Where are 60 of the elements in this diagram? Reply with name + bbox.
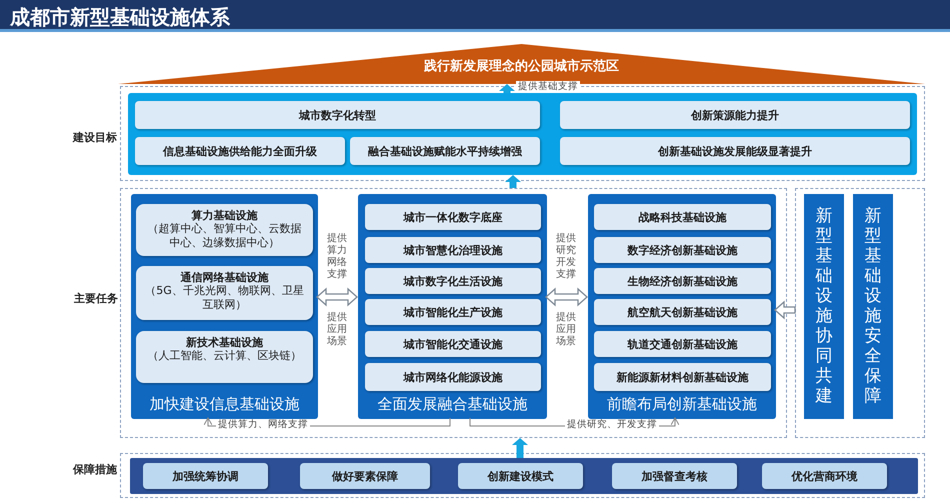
measure-box: 加强统筹协调 <box>143 463 268 489</box>
edge-label: 提供基础支撑 <box>516 81 580 93</box>
edge-label: 提供研究开发支撑 <box>555 233 577 281</box>
facility-name: 通信网络基础设施 <box>180 270 270 285</box>
vertical-bar <box>804 194 844 419</box>
page-title: 成都市新型基础设施体系 <box>0 0 950 32</box>
facility-box: 战略科技基础设施 <box>594 204 771 230</box>
measure-box: 创新建设模式 <box>458 463 583 489</box>
side-note: 提供应用场景 <box>326 312 348 348</box>
task-panel <box>358 194 547 419</box>
facility-box: 轨道交通创新基础设施 <box>594 331 771 357</box>
goal-box: 创新策源能力提升 <box>560 101 910 129</box>
goal-box: 信息基础设施供给能力全面升级 <box>135 137 345 165</box>
facility-box: 航空航天创新基础设施 <box>594 299 771 325</box>
dashed-region <box>795 188 925 438</box>
goal-box: 创新基础设施发展能级显著提升 <box>560 137 910 165</box>
facility-box: 城市网络化能源设施 <box>365 363 541 391</box>
facility-detail: （超算中心、智算中心、云数据中心、边缘数据中心） <box>146 222 302 250</box>
facility-box: 城市智能化生产设施 <box>365 299 541 325</box>
facility-box: 城市智能化交通设施 <box>365 331 541 357</box>
facility-name: 新技术基础设施 <box>185 335 264 350</box>
double-arrow <box>316 288 358 306</box>
facility-detail: （5G、千兆光网、物联网、卫星互联网） <box>144 284 305 312</box>
facility-box: 生物经济创新基础设施 <box>594 268 771 294</box>
panel-title: 全面发展融合基础设施 <box>376 395 528 414</box>
double-arrow <box>545 288 588 306</box>
measure-box: 优化营商环境 <box>762 463 887 489</box>
facility-box: 城市智慧化治理设施 <box>365 237 541 263</box>
facility-box <box>136 331 313 383</box>
panel-title: 前瞻布局创新基础设施 <box>606 395 758 414</box>
banner-text: 践行新发展理念的公园城市示范区 <box>423 58 620 75</box>
measure-box: 加强督查考核 <box>612 463 737 489</box>
goal-box: 融合基础设施赋能水平持续增强 <box>350 137 540 165</box>
task-panel <box>131 194 318 419</box>
facility-detail: （人工智能、云计算、区块链） <box>146 349 302 363</box>
goal-box: 城市数字化转型 <box>135 101 540 129</box>
side-note: 提供应用场景 <box>555 312 577 348</box>
row-label: 保障措施 <box>72 462 117 477</box>
bar-text: 新型基础设施协同共建 <box>814 206 834 406</box>
row-label: 主要任务 <box>73 291 118 306</box>
vertical-bar <box>853 194 893 419</box>
block-arrow <box>505 175 521 188</box>
edge-label: 提供算力网络支撑 <box>326 233 348 281</box>
edge-label: 提供研究、开发支撑 <box>565 419 659 431</box>
facility-box: 城市数字化生活设施 <box>365 268 541 294</box>
bar-text: 新型基础设施安全保障 <box>864 206 882 406</box>
facility-box <box>136 204 313 256</box>
block-arrow <box>499 84 515 93</box>
task-panel <box>588 194 776 419</box>
panel-title: 加快建设信息基础设施 <box>148 395 300 414</box>
facility-box: 数字经济创新基础设施 <box>594 237 771 263</box>
facility-name: 算力基础设施 <box>190 208 258 222</box>
facility-box: 城市一体化数字底座 <box>365 204 541 230</box>
hollow-arrow <box>774 300 796 320</box>
facility-box <box>136 266 313 320</box>
row-label: 建设目标 <box>72 130 117 145</box>
edge-label: 提供算力、网络支撑 <box>216 419 310 431</box>
block-arrow <box>512 438 528 458</box>
measure-box: 做好要素保障 <box>300 463 430 489</box>
facility-box: 新能源新材料创新基础设施 <box>594 363 771 391</box>
